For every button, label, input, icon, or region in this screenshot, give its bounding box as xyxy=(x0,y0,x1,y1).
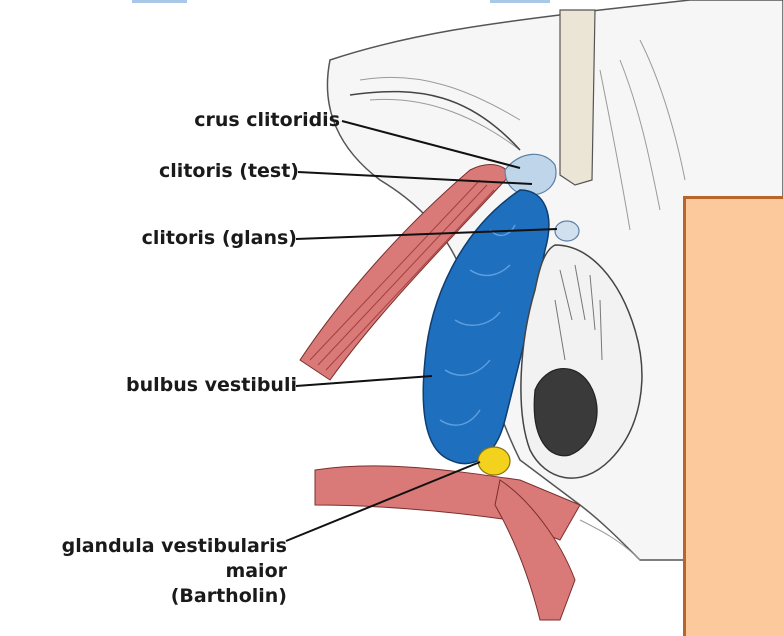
symphysis-strip xyxy=(560,10,595,185)
bartholin-gland xyxy=(478,447,510,475)
label-clitoris-glans: clitoris (glans) xyxy=(142,229,297,248)
label-gland-line3: (Bartholin) xyxy=(62,584,287,609)
label-gland-line1: glandula vestibularis xyxy=(62,534,287,559)
top-accent-left xyxy=(132,0,187,3)
label-crus-clitoridis: crus clitoridis xyxy=(194,111,340,130)
label-bulbus-vestibuli: bulbus vestibuli xyxy=(126,376,297,395)
label-gland-line2: maior xyxy=(62,559,287,584)
clitoris-glans xyxy=(555,221,579,241)
label-bartholin-gland: glandula vestibularis maior (Bartholin) xyxy=(62,534,287,609)
overlay-panel xyxy=(683,196,783,636)
top-accent-right xyxy=(490,0,550,3)
label-clitoris-body: clitoris (test) xyxy=(159,162,299,181)
leader-bulbus xyxy=(296,376,432,386)
